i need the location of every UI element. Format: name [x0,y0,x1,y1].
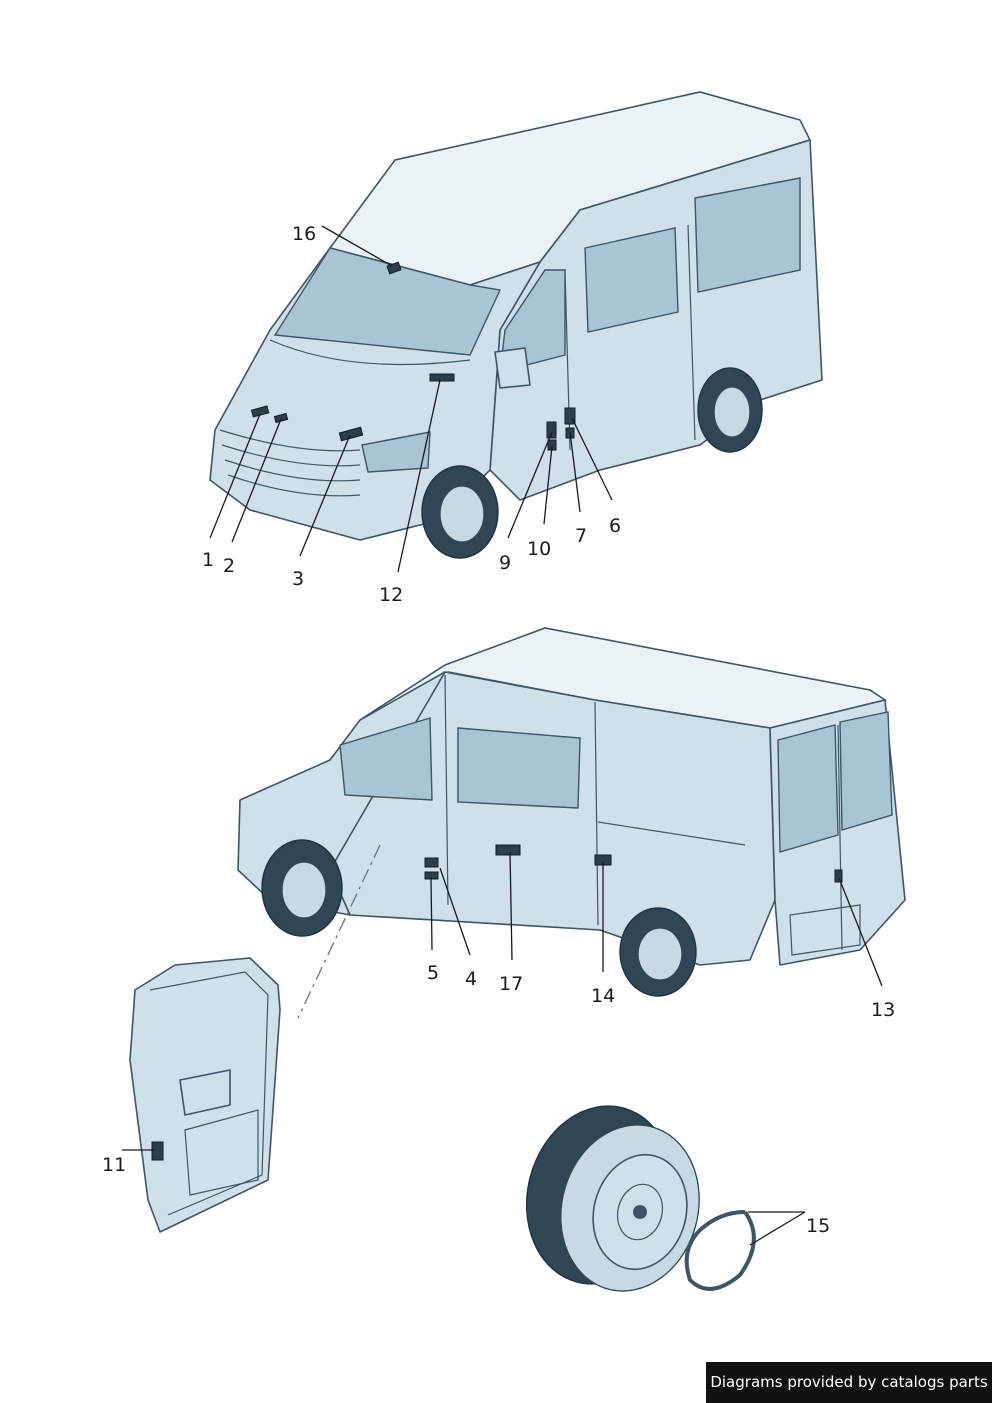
callout-4: 4 [465,968,477,990]
callout-5: 5 [427,962,439,984]
callout-1: 1 [202,549,214,571]
callout-14: 14 [591,985,615,1007]
callout-10: 10 [527,538,551,560]
callout-16: 16 [292,223,316,245]
callout-15: 15 [806,1215,830,1237]
retaining-ring [684,1210,756,1291]
van-front-view [209,91,823,559]
callout-12: 12 [379,584,403,606]
callout-labels: 16 1 2 3 12 9 10 7 6 5 4 17 14 13 11 15 [102,223,895,1237]
van-rear-view [237,627,906,997]
callout-6: 6 [609,515,621,537]
leader-lines [122,225,883,1246]
spare-wheel [525,1105,700,1292]
callout-3: 3 [292,568,304,590]
attribution-banner: Diagrams provided by catalogs parts [706,1362,992,1403]
callout-17: 17 [499,973,523,995]
callout-2: 2 [223,555,235,577]
sliding-door [129,957,281,1233]
callout-7: 7 [575,525,587,547]
callout-11: 11 [102,1154,126,1176]
callout-13: 13 [871,999,895,1021]
callout-9: 9 [499,552,511,574]
